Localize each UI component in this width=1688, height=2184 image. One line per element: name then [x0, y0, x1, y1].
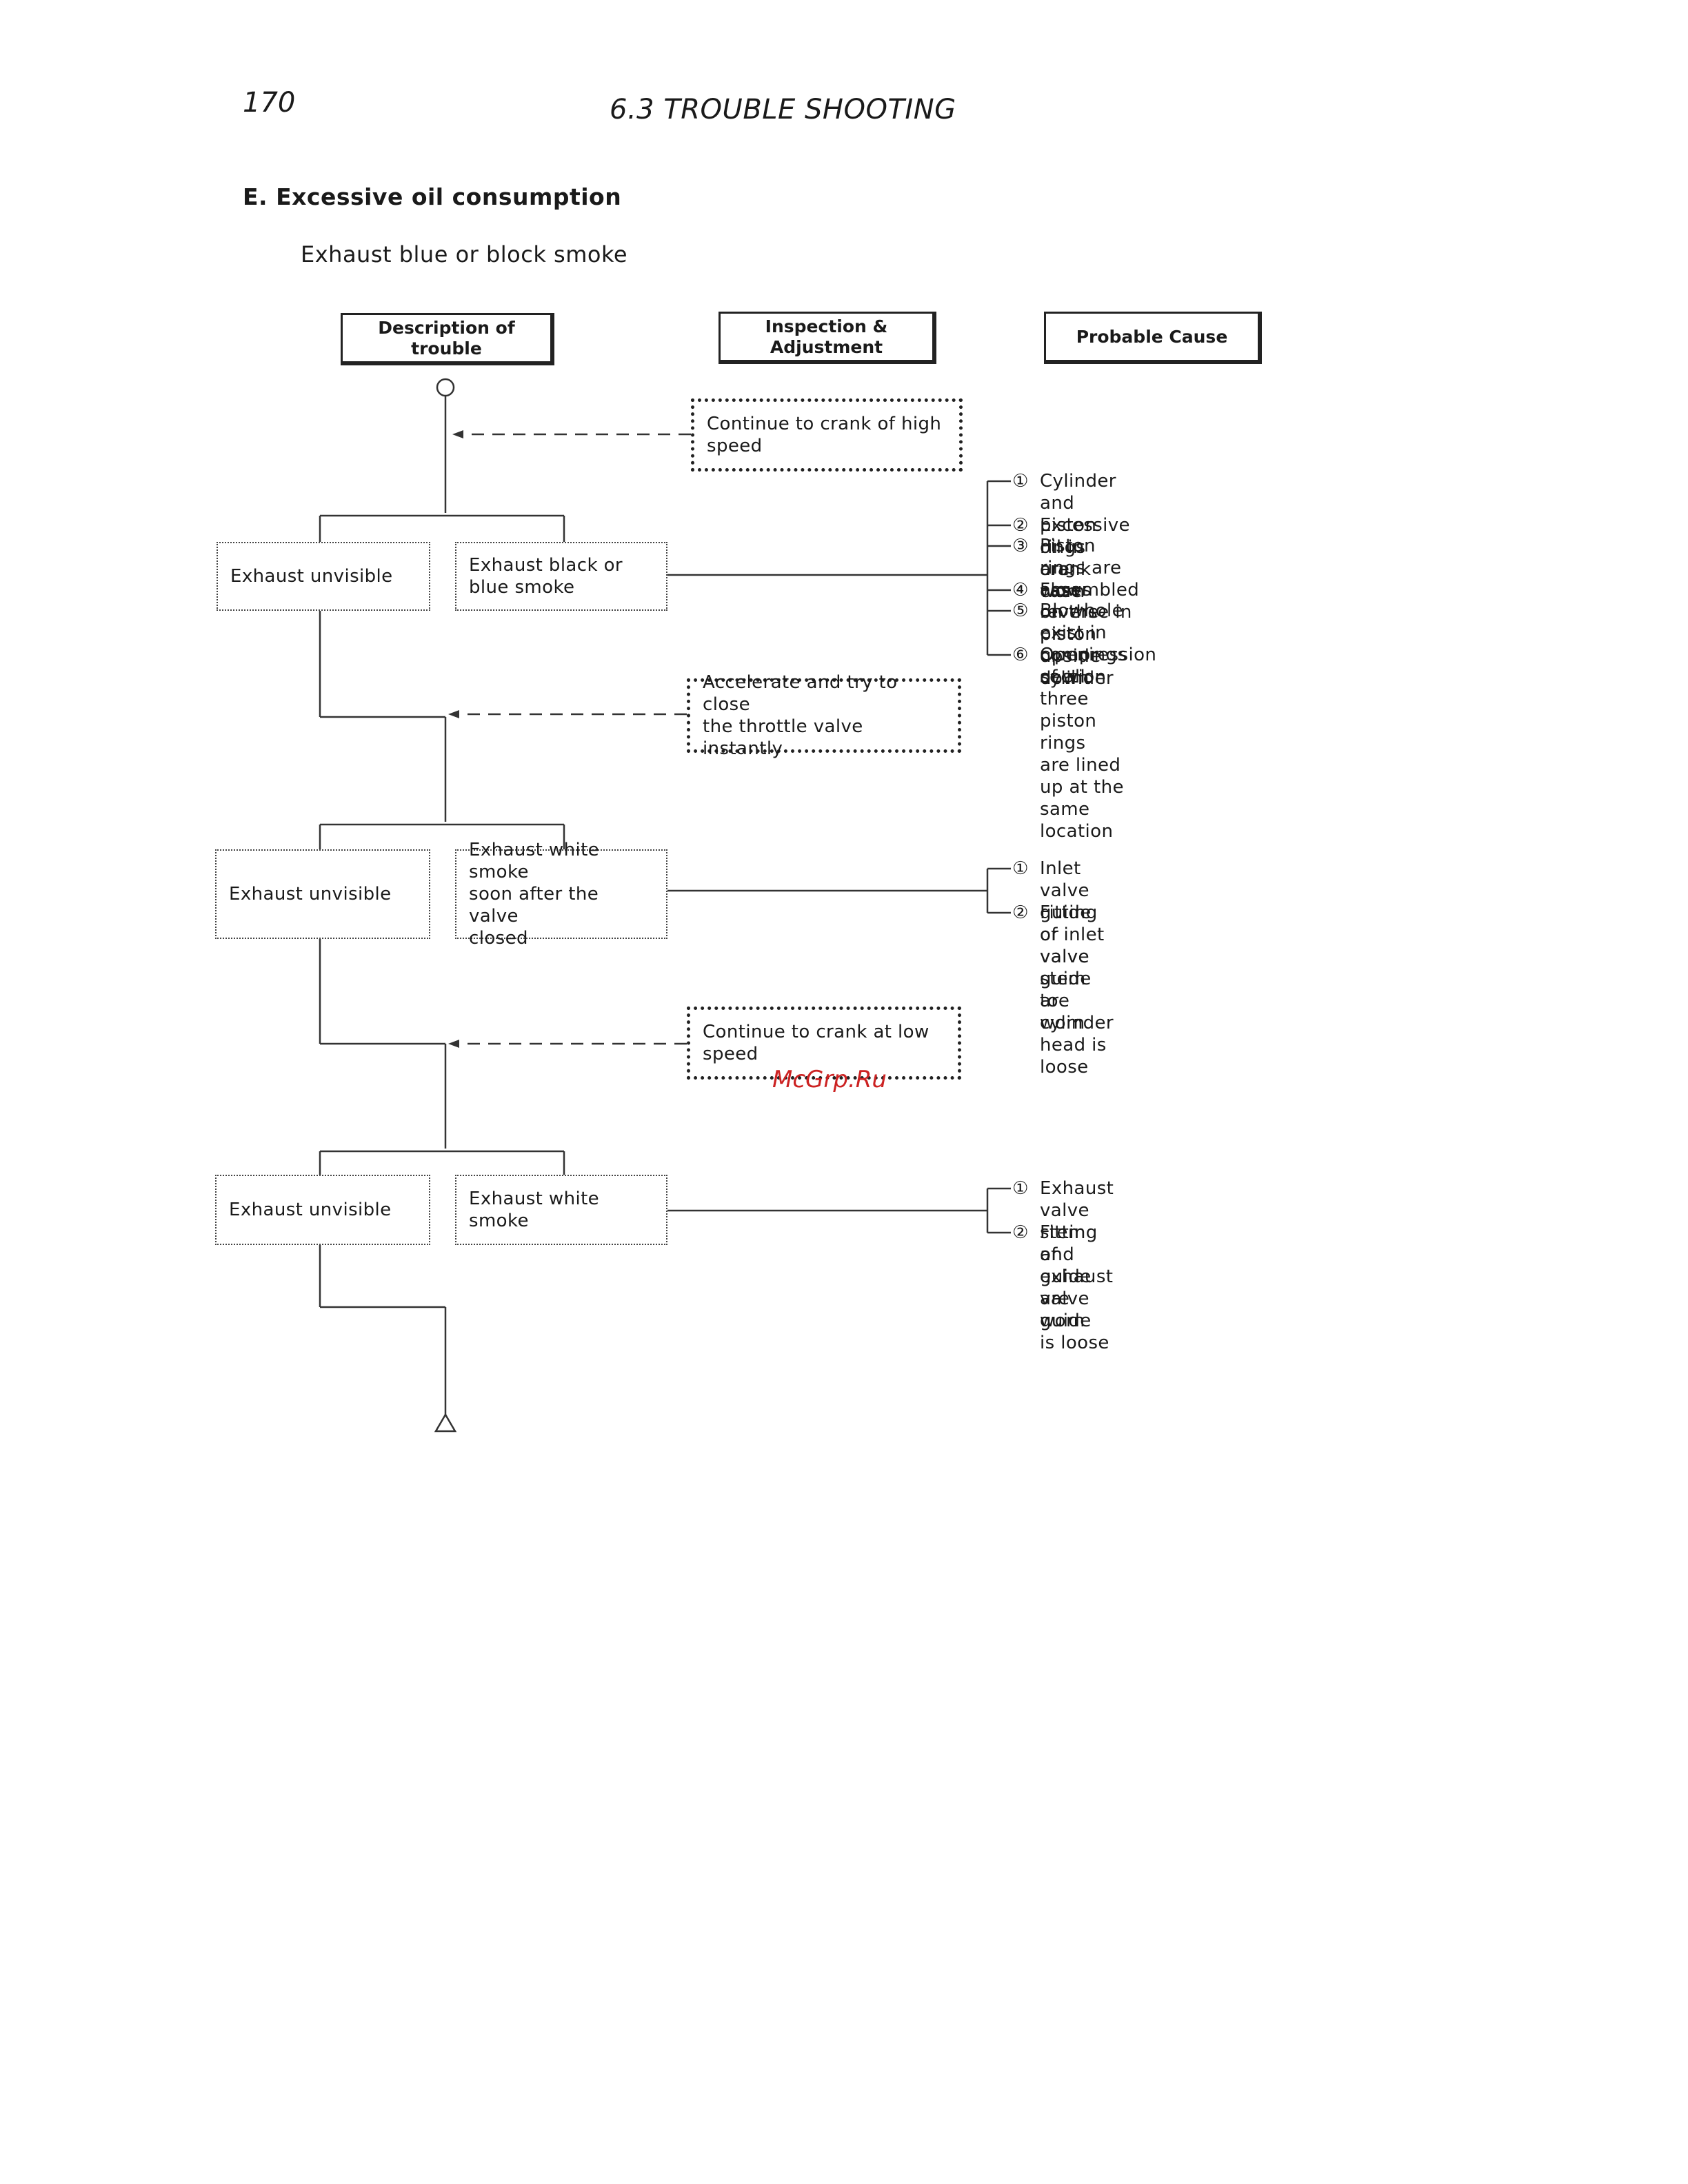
cause-number: ③ — [1012, 536, 1029, 556]
inspection-text-3: Continue to crank at low speed — [703, 1022, 930, 1064]
cause-number: ⑤ — [1012, 600, 1029, 621]
step-3-result-left: Exhaust unvisible — [215, 1175, 430, 1245]
cause-number: ① — [1012, 1178, 1029, 1199]
cause-number: ② — [1012, 515, 1029, 536]
page-number: 170 — [243, 87, 296, 119]
end-triangle-symbol — [434, 1413, 457, 1433]
step-2-right-text: Exhaust white smoke soon after the valve… — [469, 840, 600, 949]
inspection-box-1: Continue to crank of high speed — [691, 398, 963, 472]
page-title: 6.3 TROUBLE SHOOTING — [610, 94, 956, 125]
cause-text: Piston rings are assembled reverse in pi… — [1040, 536, 1140, 689]
step-3-left-text: Exhaust unvisible — [229, 1200, 392, 1220]
step-2-left-text: Exhaust unvisible — [229, 884, 392, 904]
column-header-description-label: Description of trouble — [378, 317, 515, 358]
column-header-cause: Probable Cause — [1044, 312, 1262, 364]
cause-text: Openings of all three piston rings are l… — [1040, 645, 1127, 842]
column-header-description: Description of trouble — [341, 313, 554, 365]
inspection-box-3: Continue to crank at low speed — [687, 1007, 961, 1080]
cause-number: ④ — [1012, 580, 1029, 600]
cause-text: Flows on the piston or cylinder — [1040, 580, 1114, 689]
step-1-left-text: Exhaust unvisible — [230, 566, 393, 587]
step-1-right-text: Exhaust black or blue smoke — [469, 555, 623, 598]
cause-number: ② — [1012, 902, 1029, 923]
cause-text: Fitting of exhaust valve guide is loose — [1040, 1222, 1114, 1353]
step-2-result-left: Exhaust unvisible — [215, 849, 430, 939]
cause-text: Blowhole exist in compression section — [1040, 600, 1157, 687]
inspection-text-2: Accelerate and try to close the throttle… — [703, 672, 898, 759]
column-header-inspection-label: Inspection & Adjustment — [765, 316, 888, 357]
cause-text: Excessive oil in crank case — [1040, 515, 1130, 602]
step-1-result-left: Exhaust unvisible — [217, 542, 430, 611]
step-2-result-right: Exhaust white smoke soon after the valve… — [455, 840, 667, 949]
column-header-cause-label: Probable Cause — [1076, 326, 1228, 347]
watermark: McGrp.Ru — [772, 1066, 887, 1093]
inspection-text-1: Continue to crank of high speed — [707, 414, 942, 456]
cause-text: Inlet valve guide or valve stem are worn — [1040, 858, 1092, 1033]
inspection-box-2: Accelerate and try to close the throttle… — [687, 672, 961, 759]
step-1-result-right: Exhaust black or blue smoke — [455, 542, 667, 611]
cause-text: Cylinder and piston rings are worn — [1040, 471, 1116, 602]
cause-text: Fitting of inlet valve guide to cylinder… — [1040, 902, 1114, 1078]
section-heading: E. Excessive oil consumption — [243, 183, 622, 210]
cause-number: ① — [1012, 471, 1029, 492]
start-circle-symbol — [436, 378, 455, 397]
step-3-right-text: Exhaust white smoke — [469, 1189, 600, 1231]
column-header-inspection: Inspection & Adjustment — [719, 312, 936, 364]
step-3-result-right: Exhaust white smoke — [455, 1175, 667, 1245]
cause-text: Exhaust valve stem and guide are worn — [1040, 1178, 1114, 1331]
cause-number: ② — [1012, 1222, 1029, 1243]
subheading: Exhaust blue or block smoke — [301, 241, 628, 267]
cause-number: ① — [1012, 858, 1029, 879]
cause-number: ⑥ — [1012, 645, 1029, 665]
